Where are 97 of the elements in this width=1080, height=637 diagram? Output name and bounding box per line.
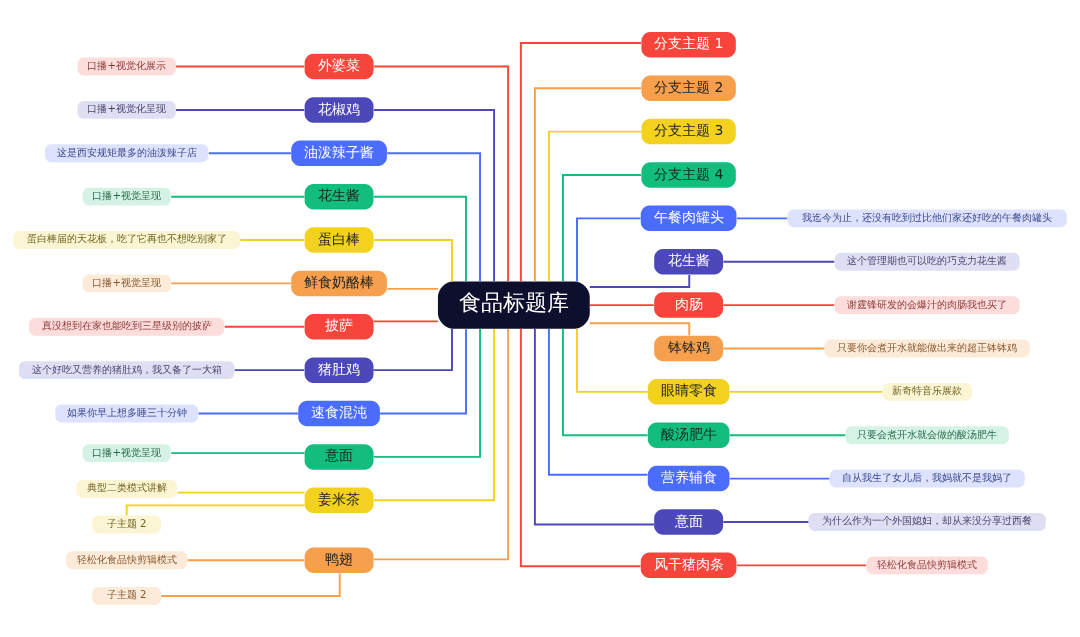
connector <box>722 260 836 263</box>
node-box: 为什么作为一个外国媳妇，却从来没分享过西餐 <box>808 513 1046 531</box>
node-box: 口播+视觉呈现 <box>82 444 171 462</box>
node-box: 酸汤肥牛 <box>647 422 730 448</box>
node-box: 新奇特音乐展款 <box>882 382 972 401</box>
connector <box>239 239 306 241</box>
node-box: 自从我生了女儿后，我妈就不是我妈了 <box>829 469 1025 488</box>
connector <box>170 195 306 198</box>
connector <box>175 65 306 68</box>
node-box: 口播+视觉呈现 <box>82 274 171 293</box>
node-box: 午餐肉罐头 <box>640 205 737 232</box>
connector <box>175 108 306 111</box>
connector <box>233 369 306 372</box>
connector <box>722 304 836 307</box>
connector <box>386 287 439 290</box>
connector <box>170 452 306 455</box>
node-box: 这个好吃又营养的猪肚鸡，我又备了一大箱 <box>18 361 235 380</box>
node-box: 分支主题 1 <box>641 32 736 58</box>
node-box: 营养辅食 <box>647 465 730 492</box>
connector <box>372 328 453 372</box>
connector <box>588 322 691 337</box>
connector <box>588 273 691 288</box>
connector <box>386 152 481 283</box>
node-box: 子主题 2 <box>92 587 162 605</box>
connector <box>186 559 305 562</box>
node-box: 姜米茶 <box>304 487 374 514</box>
connector <box>533 87 643 283</box>
node-box: 钵钵鸡 <box>654 335 724 362</box>
connector <box>519 327 642 568</box>
connector <box>735 217 789 220</box>
connector <box>125 504 306 517</box>
node-box: 风干猪肉条 <box>640 552 737 579</box>
node-box: 披萨 <box>304 314 374 340</box>
node-box: 花生酱 <box>654 248 724 275</box>
connector <box>223 325 306 328</box>
node-box: 只要会煮开水就会做的酸汤肥牛 <box>845 426 1009 445</box>
connector <box>176 491 306 494</box>
node-box: 速食混沌 <box>298 400 380 427</box>
node-box: 肉肠 <box>654 292 724 318</box>
node-box: 蛋白棒 <box>304 227 374 253</box>
node-box: 真没想到在家也能吃到三星级别的披萨 <box>29 317 225 336</box>
connector <box>197 412 300 415</box>
connector <box>728 477 831 480</box>
node-box: 蛋白棒届的天花板，吃了它再也不想吃别家了 <box>13 231 241 249</box>
connector <box>728 390 884 393</box>
node-box: 口播+视觉呈现 <box>82 187 171 206</box>
node-box: 轻松化食品快剪辑模式 <box>866 556 988 575</box>
connector <box>562 174 643 283</box>
node-box: 子主题 2 <box>92 515 162 534</box>
connector <box>735 564 868 567</box>
node-box: 只要你会煮开水就能做出来的超正钵钵鸡 <box>824 339 1030 358</box>
node-box: 我迄今为止，还没有吃到过比他们家还好吃的午餐肉罐头 <box>787 209 1067 228</box>
node-box: 分支主题 3 <box>641 118 736 145</box>
node-box: 谢霆锋研发的会爆汁的肉肠我也买了 <box>834 296 1020 315</box>
node-box: 这是西安规矩最多的油泼辣子店 <box>45 144 209 163</box>
node-box: 外婆菜 <box>304 53 374 80</box>
node-box: 如果你早上想多睡三十分钟 <box>55 404 199 423</box>
node-box: 眼睛零食 <box>647 379 730 405</box>
connector <box>547 328 649 476</box>
node-box: 鲜食奶酪棒 <box>291 270 387 297</box>
connector <box>372 328 510 561</box>
connector <box>576 217 642 283</box>
connector <box>379 328 467 415</box>
node-box: 花椒鸡 <box>304 97 374 123</box>
connector <box>722 347 826 350</box>
connector <box>589 304 655 307</box>
connector <box>372 108 496 283</box>
node-box: 口播+视觉化展示 <box>77 57 176 76</box>
connector <box>372 65 510 283</box>
node-box: 猪肚鸡 <box>304 357 374 383</box>
connector <box>728 434 847 437</box>
node-box: 意面 <box>654 509 724 535</box>
connector <box>576 327 649 393</box>
connector <box>170 282 292 285</box>
node-box: 意面 <box>304 444 374 470</box>
connector <box>547 130 643 283</box>
node-box: 轻松化食品快剪辑模式 <box>66 551 188 570</box>
node-box: 典型二类模式讲解 <box>76 479 178 498</box>
connector <box>372 239 453 283</box>
node-box: 花生酱 <box>304 183 374 210</box>
node-box: 分支主题 4 <box>641 162 736 188</box>
node-box: 食品标题库 <box>437 281 590 329</box>
node-box: 分支主题 2 <box>641 75 736 101</box>
node-box: 鸭翅 <box>304 547 374 573</box>
connector <box>519 42 642 283</box>
node-box: 油泼辣子酱 <box>291 140 387 167</box>
node-box: 这个管理期也可以吃的巧克力花生酱 <box>834 252 1020 271</box>
connector <box>533 328 656 526</box>
connector <box>562 328 649 437</box>
connector <box>372 195 467 282</box>
connector <box>372 328 496 502</box>
connector <box>207 152 292 155</box>
connector <box>160 572 341 597</box>
connector <box>372 327 481 458</box>
connector <box>722 521 810 523</box>
connector <box>372 320 439 323</box>
node-box: 口播+视觉化呈现 <box>77 101 176 119</box>
